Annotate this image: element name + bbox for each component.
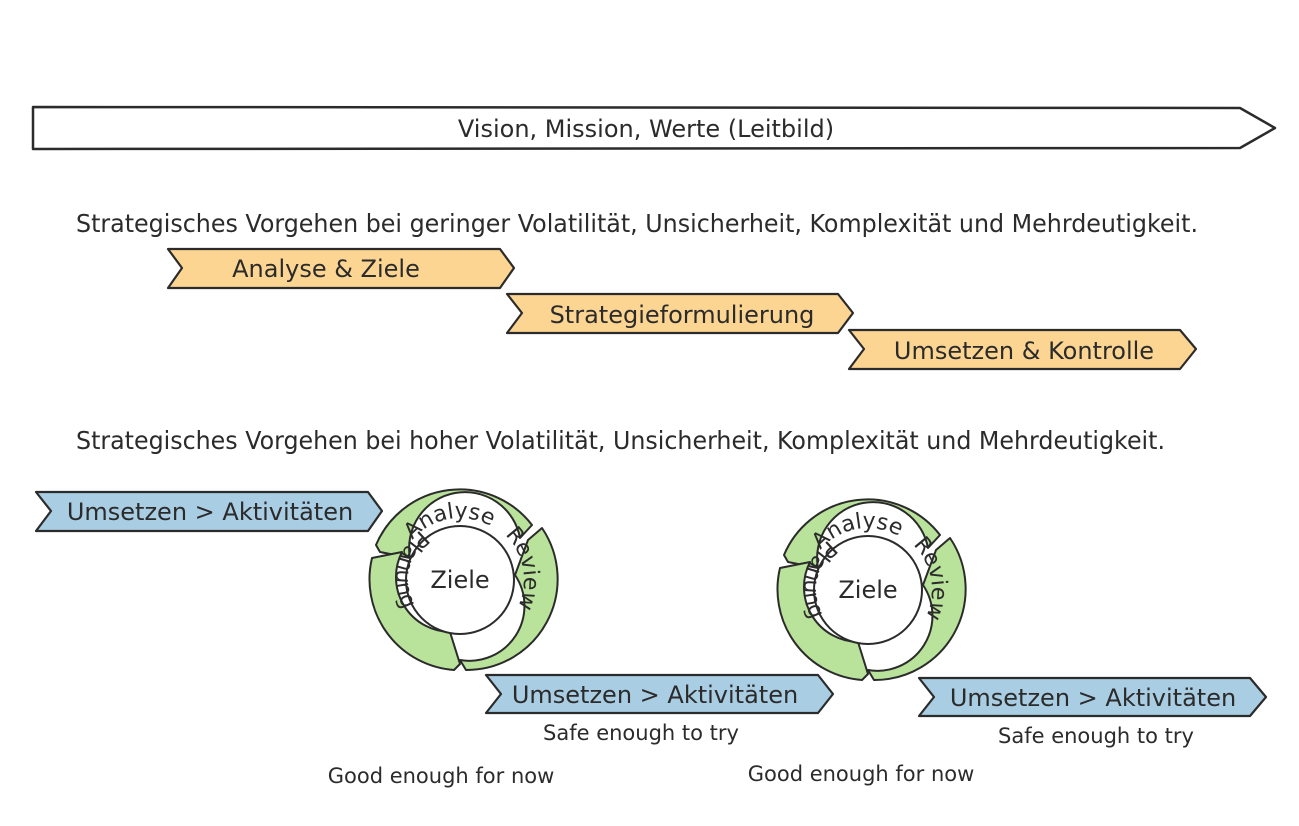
- vision-bar-label: Vision, Mission, Werte (Leitbild): [458, 115, 834, 143]
- cycle-2-segment-analyse: [783, 498, 941, 569]
- action-arrow-1: Umsetzen > Aktivitäten: [34, 490, 384, 533]
- step-umsetzen-kontrolle: Umsetzen & Kontrolle: [847, 328, 1198, 371]
- cycle-1-segment-analyse: [375, 488, 533, 559]
- cycle-2-inner-circle: [813, 535, 923, 645]
- vision-bar-shape: [31, 105, 1277, 151]
- note-safe-enough-2: Safe enough to try: [998, 724, 1194, 748]
- step-umsetzen-kontrolle-label: Umsetzen & Kontrolle: [894, 337, 1154, 365]
- action-arrow-2: Umsetzen > Aktivitäten: [484, 673, 835, 715]
- note-good-enough-2: Good enough for now: [748, 762, 975, 786]
- step-analyse-ziele-label: Analyse & Ziele: [232, 255, 420, 283]
- cycle-1-center-label: Ziele: [430, 566, 489, 594]
- step-strategieformulierung: Strategieformulierung: [505, 292, 855, 335]
- action-arrow-2-shape: [484, 673, 835, 715]
- action-arrow-1-label: Umsetzen > Aktivitäten: [67, 498, 353, 526]
- step-analyse-ziele: Analyse & Ziele: [166, 247, 516, 290]
- cycle-2: Ziele Analyse Review Planung: [776, 498, 967, 682]
- cycle-2-segment-review: [867, 537, 967, 682]
- action-arrow-2-label: Umsetzen > Aktivitäten: [512, 681, 798, 709]
- action-arrow-3-label: Umsetzen > Aktivitäten: [950, 684, 1236, 712]
- action-arrow-3: Umsetzen > Aktivitäten: [917, 676, 1268, 718]
- high-vuca-heading: Strategisches Vorgehen bei hoher Volatil…: [76, 426, 1165, 455]
- vision-bar: Vision, Mission, Werte (Leitbild): [31, 105, 1277, 151]
- action-arrow-1-shape: [34, 490, 384, 533]
- step-strategieformulierung-label: Strategieformulierung: [550, 301, 815, 329]
- step-umsetzen-kontrolle-shape: [847, 328, 1198, 371]
- cycle-1-inner-circle: [405, 525, 515, 635]
- cycle-1-segment-review: [459, 527, 559, 672]
- cycle-2-center-label: Ziele: [838, 576, 897, 604]
- low-vuca-heading: Strategisches Vorgehen bei geringer Vola…: [76, 209, 1198, 238]
- step-strategieformulierung-shape: [505, 292, 855, 335]
- action-arrow-3-shape: [917, 676, 1268, 718]
- note-safe-enough-1: Safe enough to try: [543, 721, 739, 745]
- step-analyse-ziele-shape: [166, 247, 516, 290]
- note-good-enough-1: Good enough for now: [328, 764, 555, 788]
- cycle-1: Ziele Analyse Review Planung: [368, 488, 559, 672]
- cycle-1-segment-planung: [368, 551, 461, 671]
- cycle-2-segment-planung: [776, 561, 869, 681]
